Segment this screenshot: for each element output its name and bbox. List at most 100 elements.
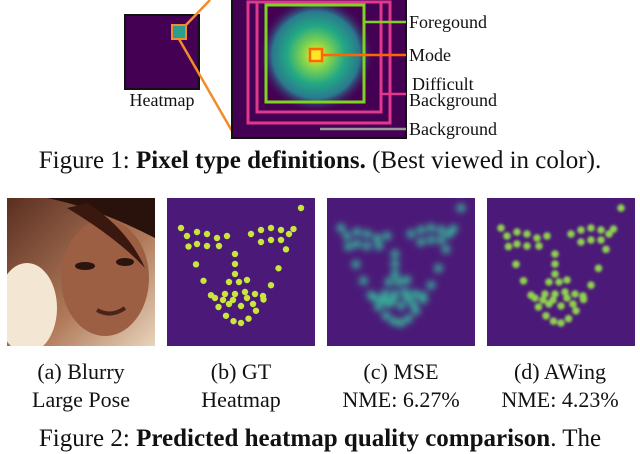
panel-d-line1: (d) AWing	[513, 359, 607, 384]
background-label: Background	[409, 119, 497, 139]
landmark-dot	[245, 315, 252, 322]
mse-heatmap	[327, 198, 475, 346]
difficult-background-region	[255, 0, 383, 114]
landmark-dot	[444, 229, 454, 239]
landmark-dot	[388, 295, 398, 305]
panel-a-line1: (a) Blurry	[37, 359, 125, 384]
landmark-dot	[277, 226, 285, 234]
panel-d-caption: (d) AWing NME: 4.23%	[480, 358, 640, 414]
landmark-dot	[374, 241, 384, 251]
landmark-dot	[533, 234, 541, 242]
landmark-dot	[571, 290, 579, 298]
landmark-dot	[275, 265, 282, 272]
landmark-dot	[389, 316, 398, 326]
landmark-dot	[213, 234, 221, 242]
panel-b-line1: (b) GT	[210, 359, 272, 384]
landmark-dot	[577, 238, 585, 246]
landmark-dot	[539, 296, 547, 304]
landmark-dot	[557, 319, 565, 327]
mode-label: Mode	[409, 45, 451, 65]
panel-a-line2: Large Pose	[32, 387, 130, 412]
landmark-dot	[587, 224, 595, 232]
landmark-dot	[542, 311, 550, 320]
landmark-dot	[531, 294, 539, 302]
landmark-dot	[359, 276, 368, 285]
landmark-dot	[551, 270, 559, 278]
panel-c-line1: (c) MSE	[363, 359, 439, 384]
figure-2-caption: Figure 2: Predicted heatmap quality comp…	[0, 424, 640, 454]
landmark-dot	[229, 296, 237, 304]
landmark-dot	[215, 303, 222, 311]
foreground-region	[264, 3, 366, 104]
landmark-dot	[282, 246, 290, 253]
landmark-dot	[193, 240, 201, 248]
caption-1-rest: (Best viewed in color).	[365, 147, 602, 174]
landmark-dot	[543, 232, 551, 240]
landmark-dot	[231, 250, 239, 258]
landmark-dot	[362, 241, 372, 251]
blurry-face-photo	[7, 198, 155, 346]
landmark-dot	[523, 230, 531, 238]
landmark-dot	[203, 242, 211, 250]
landmark-dot	[241, 288, 249, 296]
landmark-dot	[426, 223, 436, 233]
landmark-dot	[382, 231, 392, 241]
landmark-dot	[513, 240, 521, 248]
landmark-dot	[219, 296, 227, 304]
landmark-dot	[243, 276, 251, 284]
landmark-dot	[177, 224, 185, 232]
landmark-dot	[370, 293, 380, 303]
landmark-dot	[436, 235, 446, 245]
landmark-dot	[504, 242, 513, 251]
caption-1-prefix: Figure 1:	[38, 147, 136, 174]
landmark-dot	[410, 289, 420, 299]
landmark-dot	[602, 245, 610, 254]
landmark-dot	[277, 236, 285, 244]
landmark-dot	[225, 300, 233, 308]
landmark-dot	[523, 242, 531, 250]
landmark-dot	[436, 225, 446, 235]
landmark-dot	[221, 290, 229, 298]
landmark-dot	[563, 294, 571, 302]
caption-2-prefix: Figure 2:	[38, 425, 137, 452]
landmark-dot	[384, 277, 394, 287]
landmark-dot	[193, 228, 201, 236]
figure-1-caption: Figure 1: Pixel type definitions. (Best …	[0, 146, 640, 176]
landmark-dot	[441, 245, 451, 254]
landmark-dot	[290, 225, 297, 233]
landmark-dot	[252, 307, 260, 314]
landmark-dot	[390, 269, 400, 279]
landmark-dot	[426, 235, 436, 245]
landmark-dot	[411, 306, 421, 315]
caption-2-title: Predicted heatmap quality comparison	[136, 425, 551, 452]
mode-pixel	[308, 47, 324, 63]
landmark-dot	[192, 261, 200, 268]
landmark-dot	[390, 249, 400, 259]
landmark-dot	[183, 232, 191, 240]
landmark-dot	[587, 236, 595, 244]
difficult-label-line1: Difficult	[412, 74, 474, 94]
landmark-dot	[352, 239, 362, 249]
landmark-dot	[549, 317, 558, 325]
landmark-dot	[185, 243, 192, 250]
zoom-line-bottom	[177, 38, 238, 139]
panel-c-caption: (c) MSE NME: 6.27%	[321, 358, 481, 414]
landmark-dot	[512, 260, 520, 269]
awing-heatmap	[487, 198, 635, 346]
landmark-dot	[352, 227, 362, 237]
landmark-dot	[406, 229, 416, 239]
landmark-dot	[372, 233, 382, 243]
landmark-dot	[513, 228, 521, 236]
landmark-dot	[587, 281, 595, 289]
landmark-dot	[211, 294, 219, 302]
landmark-dot	[215, 242, 223, 250]
landmark-dot	[416, 225, 426, 235]
landmark-dot	[203, 230, 211, 238]
caption-2-rest: . The	[550, 425, 602, 452]
foreground-label: Foregound	[409, 12, 487, 32]
landmark-dot	[597, 226, 605, 234]
landmark-dot	[594, 264, 603, 273]
landmark-dot	[259, 292, 267, 300]
panel-b-line2: Heatmap	[201, 387, 281, 412]
landmark-dot	[577, 226, 585, 234]
